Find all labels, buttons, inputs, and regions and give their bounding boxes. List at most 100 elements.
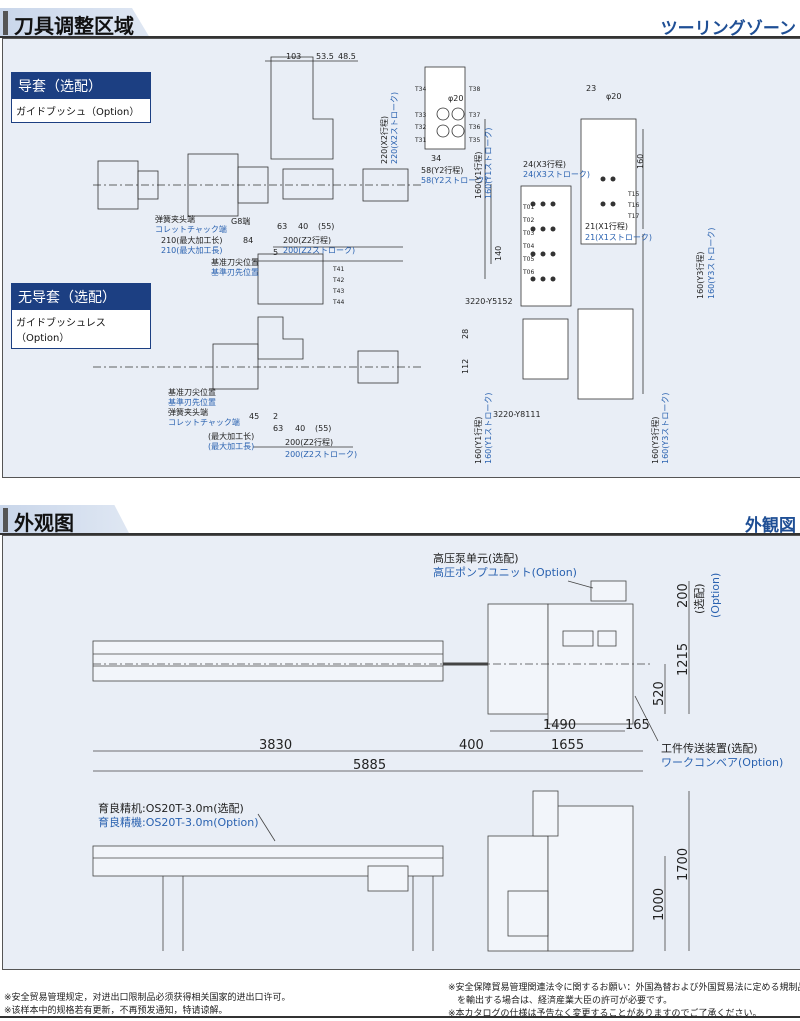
dim-45: 45	[249, 412, 259, 421]
dim-520: 520	[652, 681, 667, 706]
option-cn: (选配)	[693, 583, 706, 614]
x1-cn: 21(X1行程)	[585, 221, 628, 231]
y2-jp: 58(Y2ストローク)	[421, 176, 487, 185]
y3-cn-b: 160(Y3行程)	[650, 417, 660, 465]
tool-t03: T03	[522, 230, 534, 237]
option-jp: (Option)	[709, 573, 722, 618]
footer-rule	[0, 1016, 800, 1018]
conveyor-label-cn: 工件传送装置(选配)	[661, 741, 758, 755]
dim-84: 84	[243, 236, 253, 245]
ref-tool-cn: 基准刀尖位置	[211, 257, 259, 267]
dim-23: 23	[586, 84, 596, 93]
dim-1000: 1000	[652, 888, 667, 921]
g8-label: G8端	[231, 216, 250, 226]
dim-3830: 3830	[259, 738, 292, 753]
guide-bushless-label: 无导套（选配） ガイドブッシュレス（Option）	[11, 283, 151, 349]
collet-end-jp: コレットチャック端	[155, 224, 227, 234]
tooling-drawing: 103 53.5 48.5 63 40 (55) 84 5 45 2 63 40…	[93, 52, 716, 465]
tool-t41: T41	[332, 266, 344, 273]
tool-t42: T42	[332, 277, 344, 284]
dim-53-5: 53.5	[316, 52, 334, 61]
dim-165: 165	[625, 718, 650, 733]
ref-tool-jp: 基準刃先位置	[211, 267, 259, 277]
section-title: 刀具调整区域	[14, 14, 134, 38]
z2-cn: 200(Z2行程)	[283, 235, 331, 245]
tool-t01: T01	[522, 204, 534, 211]
z2-jp: 200(Z2ストローク)	[283, 246, 355, 255]
collet-end-cn: 弹簧夹头端	[155, 214, 195, 224]
collet-end-jp-b: コレットチャック端	[168, 417, 240, 427]
tool-t43: T43	[332, 288, 344, 295]
dim-5: 5	[273, 248, 278, 257]
tool-t32: T32	[414, 124, 426, 131]
dim-40: 40	[298, 222, 308, 231]
section-title-exterior: 外观图	[14, 511, 74, 535]
section-title-exterior-jp: 外観図	[745, 516, 796, 536]
dim-140: 140	[494, 246, 503, 261]
tool-t15: T15	[627, 191, 639, 198]
tool-t17: T17	[627, 213, 639, 220]
tool-t05: T05	[522, 256, 534, 263]
phi20-b: φ20	[448, 94, 463, 103]
dim-1215: 1215	[676, 643, 691, 676]
dim-34: 34	[431, 154, 441, 163]
phi20: φ20	[606, 92, 621, 101]
tool-t31: T31	[414, 137, 426, 144]
y1-cn-b: 160(Y1行程)	[473, 417, 483, 465]
footer-cn: ※安全贸易管理规定，对进出口限制品必须获得相关国家的进出口许可。 ※该样本中的规…	[4, 993, 291, 1016]
dim-2: 2	[273, 412, 278, 421]
tool-t44: T44	[332, 299, 344, 306]
dim-55: (55)	[318, 222, 334, 231]
tool-t35: T35	[468, 137, 480, 144]
tool-t38: T38	[468, 86, 480, 93]
part-y5152: 3220-Y5152	[465, 297, 513, 306]
y2-cn: 58(Y2行程)	[421, 165, 463, 175]
dim-28: 28	[461, 329, 470, 339]
max-short-jp: (最大加工長)	[208, 441, 254, 451]
max-len-jp: 210(最大加工長)	[161, 245, 223, 255]
dim-160: 160	[636, 154, 645, 169]
section-title-jp: ツーリングゾーン	[660, 19, 796, 39]
dim-103: 103	[286, 52, 301, 61]
guide-bush-label: 导套（选配） ガイドブッシュ（Option）	[11, 72, 151, 123]
dim-55-b: (55)	[315, 424, 331, 433]
dim-112: 112	[461, 359, 470, 374]
max-short-cn: (最大加工长)	[208, 431, 254, 441]
tool-t37: T37	[468, 112, 480, 119]
tool-t16: T16	[627, 202, 639, 209]
max-len-cn: 210(最大加工长)	[161, 235, 223, 245]
barfeeder-label-cn: 育良精机:OS20T-3.0m(选配)	[98, 801, 244, 815]
dim-1700: 1700	[676, 848, 691, 881]
y1-cn: 160(Y1行程)	[473, 152, 483, 200]
collet-end-cn-b: 弹簧夹头端	[168, 407, 208, 417]
dim-200: 200	[676, 583, 691, 608]
y1-jp: 160(Y1ストローク)	[484, 128, 493, 200]
y3-jp-b: 160(Y3ストローク)	[661, 393, 670, 465]
tool-t04: T04	[522, 243, 534, 250]
section-header-exterior: 外观图 外観図	[0, 505, 800, 536]
ref-tool-jp-b: 基準刃先位置	[168, 397, 216, 407]
x3-jp: 24(X3ストローク)	[523, 170, 590, 179]
exterior-view-panel: 高压泵单元(选配) 高圧ポンプユニット(Option) 工件传送装置(选配) ワ…	[2, 535, 800, 970]
section-header-tooling: 刀具调整区域 ツーリングゾーン	[0, 8, 800, 39]
z2-cn-b: 200(Z2行程)	[285, 437, 333, 447]
pump-label-jp: 高圧ポンプユニット(Option)	[433, 565, 577, 579]
ref-tool-cn-b: 基准刀尖位置	[168, 387, 216, 397]
footer-jp: ※安全保障貿易管理関連法令に関するお願い：外国為替および外国貿易法に定める規制品…	[448, 983, 800, 1019]
tool-t02: T02	[522, 217, 534, 224]
x1-jp: 21(X1ストローク)	[585, 233, 652, 242]
dim-63: 63	[277, 222, 287, 231]
x2-cn: 220(X2行程)	[379, 116, 389, 164]
dim-400: 400	[459, 738, 484, 753]
tool-t36: T36	[468, 124, 480, 131]
tool-t34: T34	[414, 86, 426, 93]
tool-t06: T06	[522, 269, 534, 276]
dim-1490: 1490	[543, 718, 576, 733]
dim-5885: 5885	[353, 758, 386, 773]
conveyor-label-jp: ワークコンベア(Option)	[661, 756, 783, 769]
y1-jp-b: 160(Y1ストローク)	[484, 393, 493, 465]
dim-40-b: 40	[295, 424, 305, 433]
pump-label-cn: 高压泵单元(选配)	[433, 551, 519, 565]
dim-48-5: 48.5	[338, 52, 356, 61]
y3-cn: 160(Y3行程)	[695, 252, 705, 300]
